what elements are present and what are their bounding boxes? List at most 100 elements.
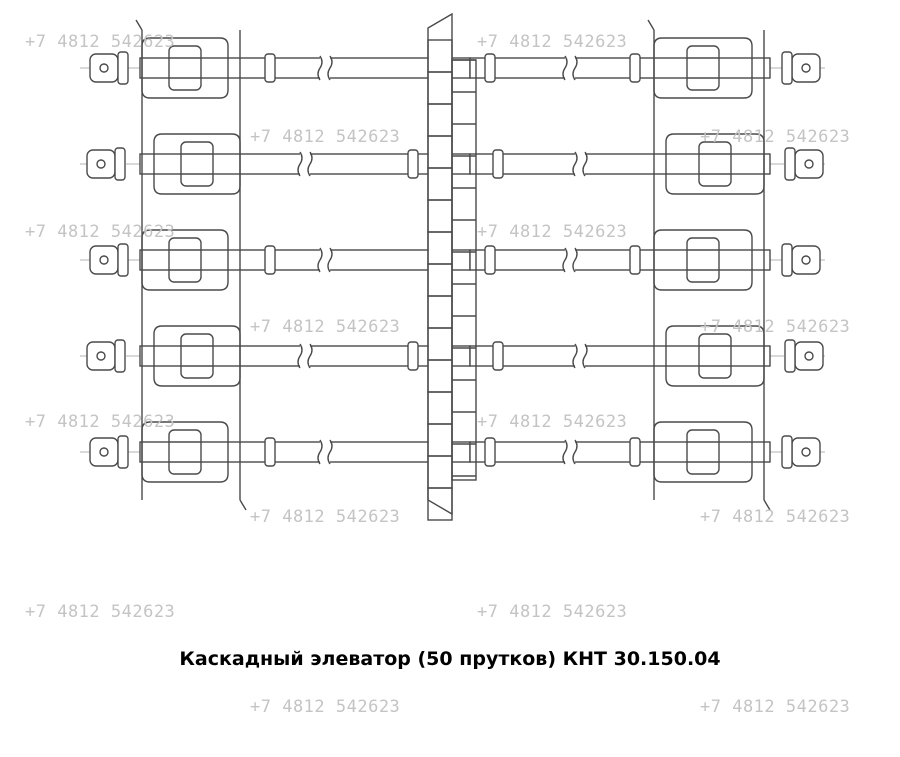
chain-roller: [168, 429, 202, 475]
rod-collar: [407, 149, 419, 179]
end-pin-collar: [784, 147, 796, 181]
chain-roller: [168, 237, 202, 283]
chain-roller: [686, 237, 720, 283]
chains: [135, 19, 771, 511]
watermark: +7 4812 542623: [700, 317, 851, 337]
watermark: +7 4812 542623: [250, 127, 401, 147]
break-gap: [565, 440, 575, 464]
pin-hole: [804, 159, 814, 169]
watermark: +7 4812 542623: [250, 697, 401, 717]
break-line: [562, 247, 568, 273]
chain-link: [153, 325, 241, 387]
break-line: [572, 439, 578, 465]
watermark: +7 4812 542623: [25, 32, 176, 52]
drawing-caption: Каскадный элеватор (50 прутков) КНТ 30.1…: [179, 648, 721, 670]
break-gap: [300, 344, 310, 368]
rod-bar: [469, 153, 771, 175]
rod-collar: [264, 53, 276, 83]
watermark: +7 4812 542623: [25, 602, 176, 622]
rod-bar: [469, 345, 771, 367]
break-line: [327, 439, 333, 465]
rod-collar: [629, 53, 641, 83]
rod-collar: [264, 437, 276, 467]
chain-break: [239, 499, 247, 511]
break-line: [317, 247, 323, 273]
end-pin-collar: [114, 147, 126, 181]
rod-collar: [484, 53, 496, 83]
watermark: +7 4812 542623: [477, 32, 628, 52]
rod-collar: [629, 245, 641, 275]
break-line: [327, 247, 333, 273]
end-pin-collar: [784, 339, 796, 373]
pin-hole: [99, 255, 109, 265]
rod-collar: [264, 245, 276, 275]
rod-bar: [469, 249, 771, 271]
pin-hole: [801, 447, 811, 457]
rod-bar: [469, 57, 771, 79]
chain-break: [135, 19, 143, 31]
break-line: [572, 151, 578, 177]
chain-roller: [686, 45, 720, 91]
break-line: [327, 55, 333, 81]
end-pin-collar: [781, 435, 793, 469]
plate-segment: [427, 487, 453, 521]
watermark: +7 4812 542623: [25, 412, 176, 432]
watermark: +7 4812 542623: [477, 602, 628, 622]
chain-break: [647, 19, 655, 31]
pin-hole: [804, 351, 814, 361]
pin-hole: [801, 255, 811, 265]
break-line: [582, 343, 588, 369]
break-gap: [320, 56, 330, 80]
break-gap: [575, 344, 585, 368]
end-pin-collar: [114, 339, 126, 373]
center-plate: [427, 12, 477, 521]
chain-link: [665, 325, 765, 387]
break-gap: [575, 152, 585, 176]
chain-roller: [686, 429, 720, 475]
rod-collar: [407, 341, 419, 371]
break-gap: [565, 56, 575, 80]
break-line: [307, 343, 313, 369]
break-line: [297, 151, 303, 177]
pin-hole: [96, 351, 106, 361]
break-line: [317, 55, 323, 81]
chain-roller: [698, 333, 732, 379]
end-pin-collar: [781, 243, 793, 277]
watermark: +7 4812 542623: [477, 222, 628, 242]
rod-row: [80, 339, 825, 373]
break-gap: [320, 248, 330, 272]
rod-bar: [469, 441, 771, 463]
chain-roller: [180, 141, 214, 187]
chain-roller: [698, 141, 732, 187]
watermark: +7 4812 542623: [700, 697, 851, 717]
watermark: +7 4812 542623: [477, 412, 628, 432]
end-pin-collar: [117, 51, 129, 85]
break-line: [562, 439, 568, 465]
break-line: [317, 439, 323, 465]
break-gap: [320, 440, 330, 464]
chain-link: [665, 133, 765, 195]
watermark: +7 4812 542623: [250, 317, 401, 337]
break-line: [572, 55, 578, 81]
chain-roller: [168, 45, 202, 91]
chain-roller: [180, 333, 214, 379]
pin-hole: [99, 447, 109, 457]
break-gap: [300, 152, 310, 176]
watermark: +7 4812 542623: [250, 507, 401, 527]
break-gap: [565, 248, 575, 272]
break-line: [572, 343, 578, 369]
pin-hole: [99, 63, 109, 73]
break-line: [307, 151, 313, 177]
rod-collar: [484, 437, 496, 467]
end-pin-collar: [781, 51, 793, 85]
rod-collar: [484, 245, 496, 275]
rod-collar: [629, 437, 641, 467]
end-pin-collar: [117, 243, 129, 277]
end-pin-collar: [117, 435, 129, 469]
watermark: +7 4812 542623: [700, 127, 851, 147]
break-line: [562, 55, 568, 81]
chain-link: [153, 133, 241, 195]
pin-hole: [96, 159, 106, 169]
watermark: +7 4812 542623: [700, 507, 851, 527]
